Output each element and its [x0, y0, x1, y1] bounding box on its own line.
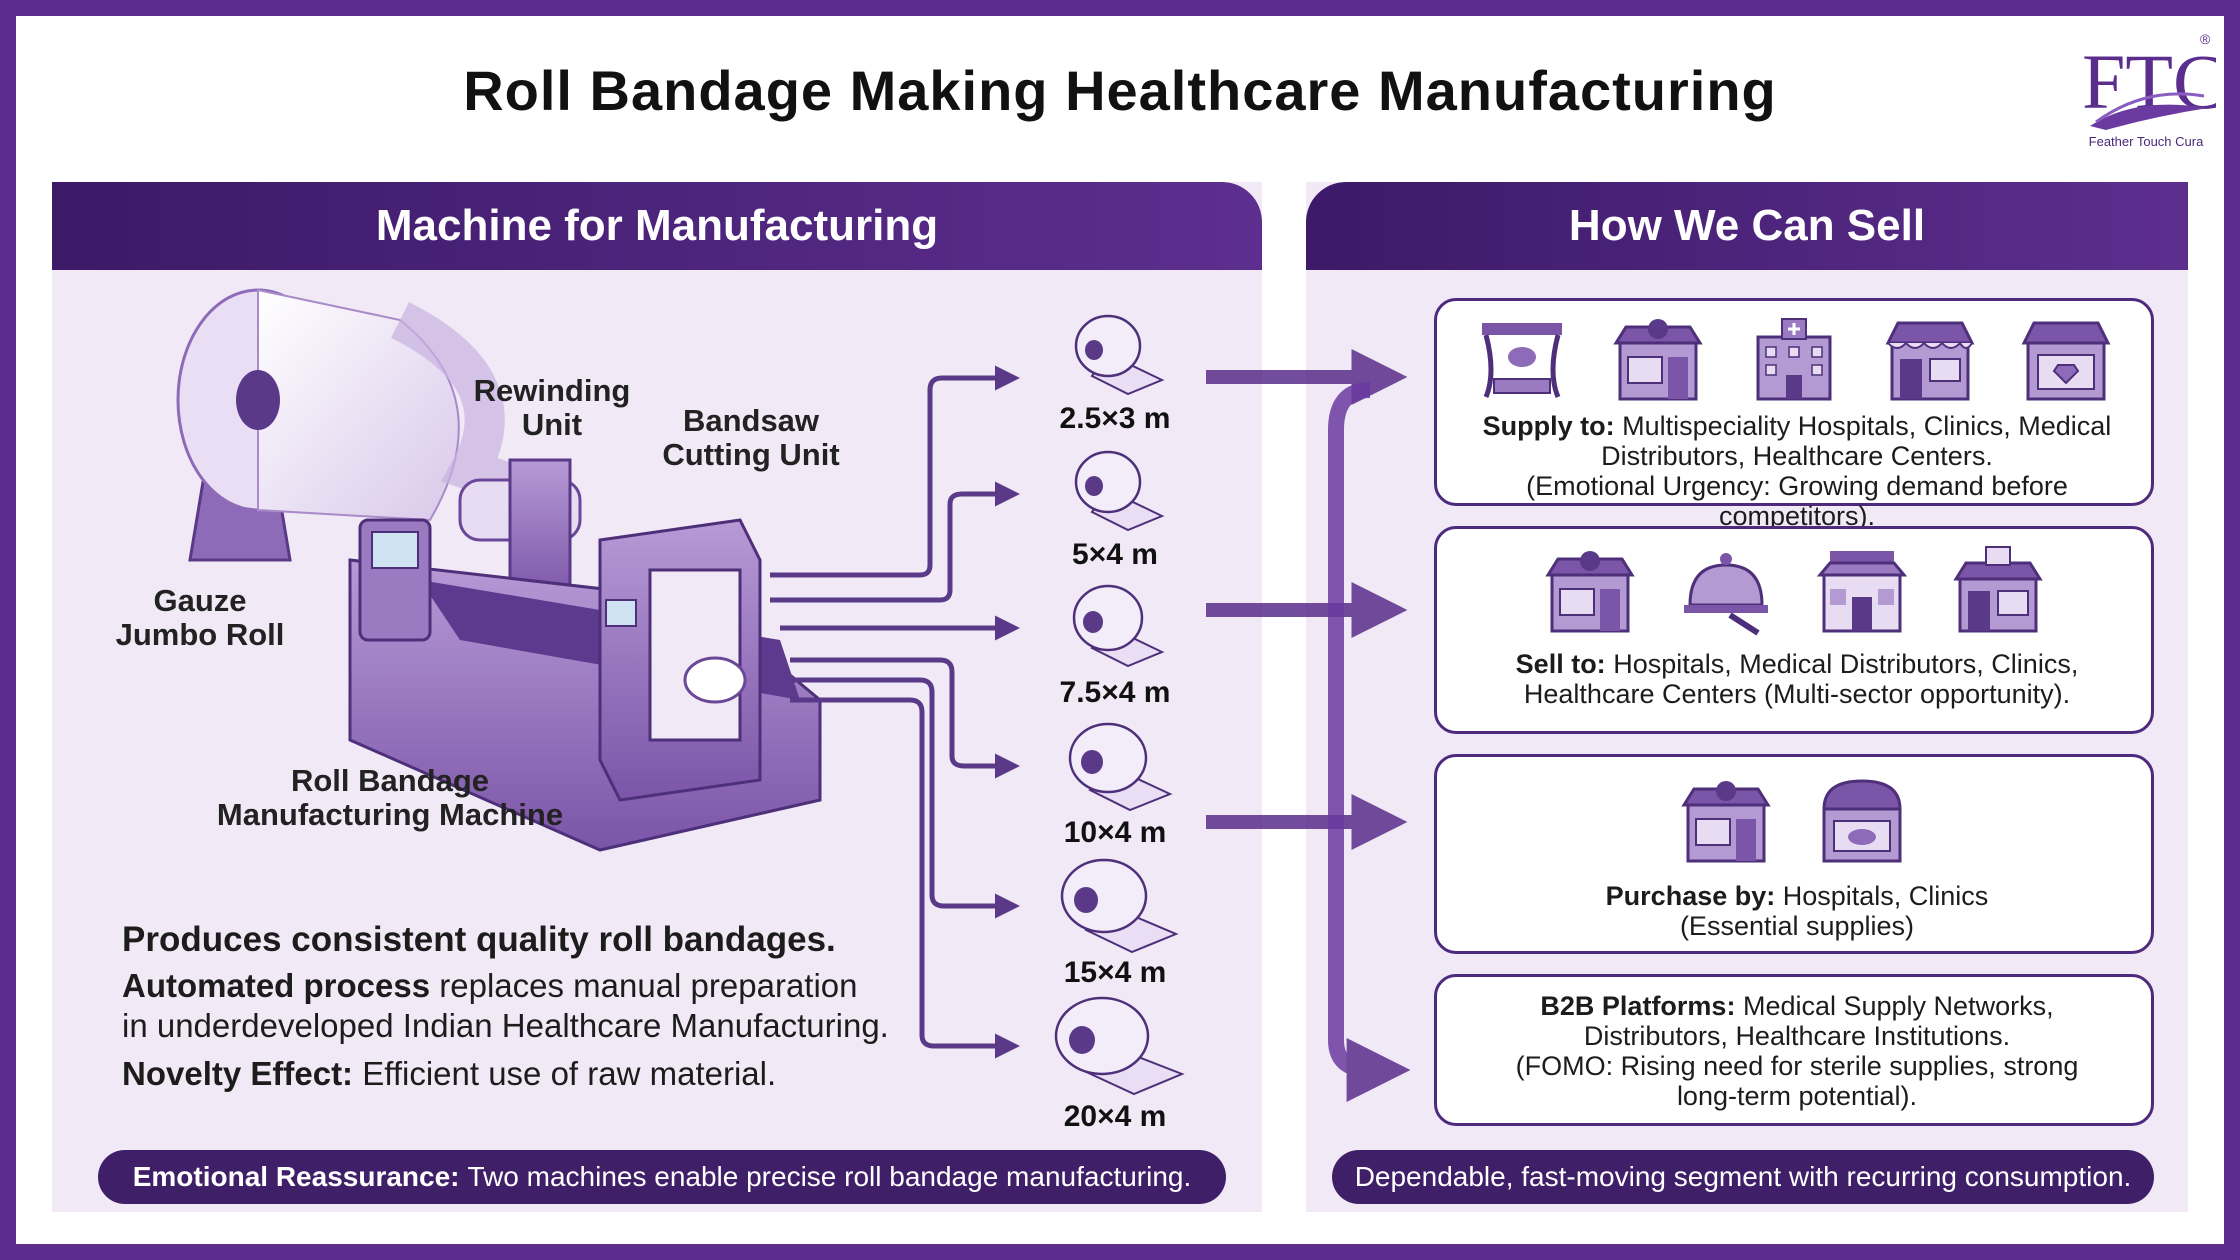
size-label-1: 2.5×3 m — [1059, 402, 1171, 435]
storefront-icon — [1816, 551, 1908, 633]
restaurant-shop-icon — [1545, 551, 1635, 633]
reassurance-footer: Emotional Reassurance:Two machines enabl… — [98, 1150, 1226, 1204]
desc-line-3: in underdeveloped Indian Healthcare Manu… — [122, 1007, 889, 1044]
sell-footer: Dependable, fast-moving segment with rec… — [1332, 1150, 2154, 1204]
spa-icon — [1482, 323, 1562, 398]
ftc-logo-icon: FTC ® — [2082, 31, 2216, 130]
logo-tagline: Feather Touch Cura — [2088, 134, 2204, 149]
restaurant-shop-icon — [1681, 781, 1771, 863]
svg-text:®: ® — [2200, 31, 2211, 47]
hospital-building-icon — [1756, 318, 1832, 401]
rewinding-label: Rewinding Unit — [473, 373, 631, 442]
b2b-card: B2B Platforms: Medical Supply Networks, … — [1434, 974, 2154, 1126]
size-label-5: 15×4 m — [1063, 956, 1167, 989]
sell-to-card-text: Sell to: Hospitals, Medical Distributors… — [1515, 649, 2079, 709]
sell-to-card: Sell to: Hospitals, Medical Distributors… — [1434, 526, 2154, 734]
desc-line-1: Produces consistent quality roll bandage… — [122, 920, 836, 959]
purchase-card: Purchase by: Hospitals, Clinics(Essentia… — [1434, 754, 2154, 954]
bakery-shop-icon — [1822, 779, 1902, 863]
supply-card-text: Supply to: Multispeciality Hospitals, Cl… — [1482, 411, 2112, 531]
restaurant-shop-icon — [1613, 319, 1703, 401]
sell-panel-heading: How We Can Sell — [1306, 182, 2188, 270]
jewelry-store-icon — [2021, 321, 2111, 401]
page-title: Roll Bandage Making Healthcare Manufactu… — [463, 59, 1777, 122]
b2b-card-text: B2B Platforms: Medical Supply Networks, … — [1515, 991, 2079, 1111]
machine-label: Roll Bandage Manufacturing Machine — [216, 763, 564, 832]
retail-shop-icon — [1953, 546, 2043, 633]
machine-panel-heading: Machine for Manufacturing — [52, 182, 1262, 270]
supply-card: Supply to: Multispeciality Hospitals, Cl… — [1434, 298, 2154, 531]
desc-line-2: Automated process replaces manual prepar… — [122, 967, 858, 1004]
catering-cloche-icon — [1684, 553, 1768, 636]
store-icon — [1885, 321, 1975, 401]
size-label-4: 10×4 m — [1063, 816, 1167, 849]
size-label-6: 20×4 m — [1063, 1100, 1167, 1133]
size-label-2: 5×4 m — [1072, 538, 1158, 571]
bandsaw-label: Bandsaw Cutting Unit — [662, 403, 840, 472]
desc-line-4: Novelty Effect: Efficient use of raw mat… — [122, 1055, 777, 1092]
purchase-card-text: Purchase by: Hospitals, Clinics(Essentia… — [1605, 881, 1989, 941]
size-label-3: 7.5×4 m — [1059, 676, 1171, 709]
gauze-label: Gauze Jumbo Roll — [115, 583, 285, 652]
